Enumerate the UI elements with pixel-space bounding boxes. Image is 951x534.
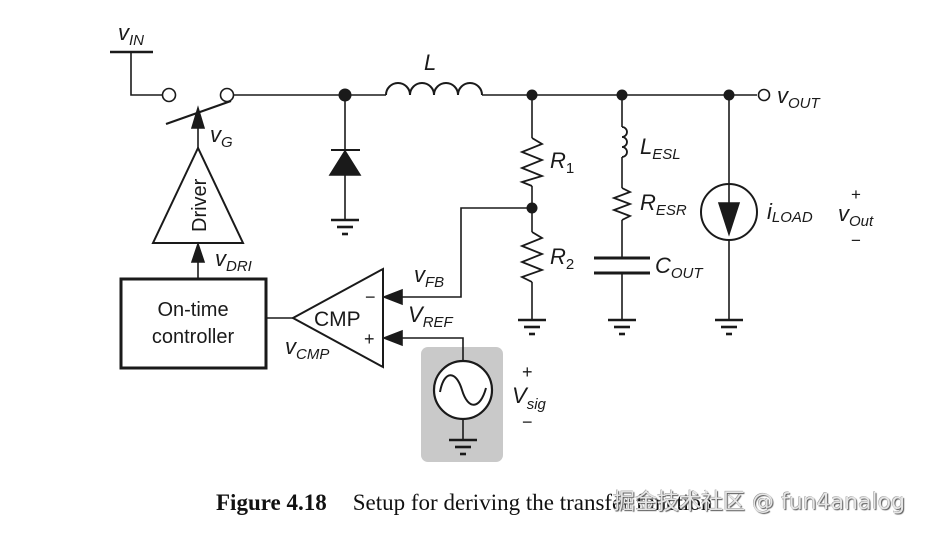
junction-dot [616, 89, 628, 101]
label-vfb: vFB [414, 262, 444, 291]
label-vout-minus: − [851, 231, 861, 250]
label-vout-plus: + [851, 185, 861, 204]
inductor-L [385, 82, 483, 96]
comparator-triangle [290, 267, 384, 369]
label-r2: R2 [550, 244, 574, 273]
label-resr: RESR [640, 190, 687, 219]
resistor-r1 [519, 137, 545, 187]
label-driver: Driver [189, 178, 211, 232]
label-vg: vG [210, 122, 233, 151]
vout-terminal [757, 88, 771, 102]
ground-icon [518, 318, 546, 336]
on-time-controller-block [119, 277, 268, 370]
label-cout: COUT [655, 253, 704, 282]
label-controller-line2: controller [152, 326, 235, 348]
junction-dot [526, 89, 538, 101]
label-vsig-plus: + [522, 362, 533, 382]
sine-wave-icon [439, 374, 487, 406]
label-lesl: LESL [640, 134, 681, 163]
label-r1: R1 [550, 148, 574, 177]
label-iload: iLOAD [767, 199, 813, 226]
figure-number: Figure 4.18 [216, 490, 327, 515]
vdri-arrow-head [190, 241, 206, 263]
label-vout-measure: vOut [838, 201, 874, 230]
label-vref: VREF [408, 302, 454, 331]
junction-dot [526, 202, 538, 214]
ground-icon [449, 438, 477, 456]
watermark: 掘金技术社区 @ fun4analog [613, 490, 906, 515]
switch-terminal-in [161, 87, 177, 103]
label-vcmp: vCMP [285, 334, 329, 363]
label-cmp: CMP [314, 308, 361, 331]
diode-icon [328, 149, 362, 176]
label-vin: vIN [118, 20, 144, 49]
inductor-lesl [621, 126, 628, 158]
junction-dot [723, 89, 735, 101]
ground-icon [715, 318, 743, 336]
junction-dot [338, 88, 352, 102]
vg-arrow-head [190, 105, 206, 129]
resistor-resr [611, 187, 633, 221]
figure-caption-text: Setup for deriving the transfer function [352, 490, 713, 515]
label-inductor-L: L [424, 50, 436, 75]
ground-icon [331, 218, 359, 236]
cmp-minus-arrow [381, 288, 403, 306]
ground-icon [608, 318, 636, 336]
vin-wire [130, 52, 162, 96]
label-vsig: Vsig [512, 383, 547, 413]
feedback-wire [396, 207, 532, 298]
label-cmp-plus: + [364, 329, 375, 349]
label-vdri: vDRI [215, 246, 252, 275]
label-cmp-minus: − [365, 287, 376, 307]
switch-terminal-out [219, 87, 235, 103]
figure-caption: Figure 4.18 Setup for deriving the transf… [216, 490, 712, 516]
label-controller-line1: On-time [157, 299, 228, 321]
label-vsig-minus: − [522, 412, 533, 432]
label-vout-terminal: vOUT [777, 83, 822, 112]
resistor-r2 [519, 231, 545, 283]
current-arrow-head [717, 202, 741, 237]
